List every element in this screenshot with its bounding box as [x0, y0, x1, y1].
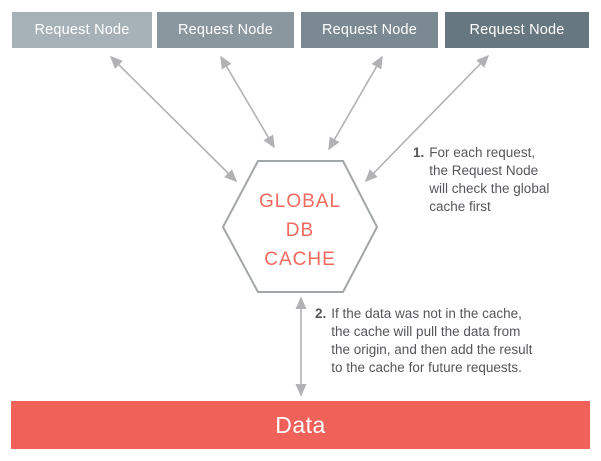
- data-origin-bar: Data: [11, 401, 590, 449]
- annotation-text: For each request, the Request Node will …: [429, 145, 550, 214]
- annotation-number: 1.: [413, 145, 425, 160]
- arrow-node3-cache: [328, 55, 383, 151]
- request-node-box-4: Request Node: [445, 12, 589, 48]
- cache-label-line: CACHE: [264, 249, 336, 270]
- global-db-cache-hexagon: [221, 160, 379, 293]
- request-node-label: Request Node: [34, 22, 130, 38]
- request-node-label: Request Node: [177, 22, 274, 38]
- request-node-label: Request Node: [321, 22, 418, 38]
- global-db-cache-label: GLOBAL DB CACHE: [223, 187, 377, 274]
- annotation-number: 2.: [315, 306, 327, 321]
- request-node-box-1: Request Node: [12, 12, 152, 48]
- data-bar-label: Data: [275, 411, 326, 438]
- arrow-node1-cache: [109, 55, 238, 183]
- cache-label-line: GLOBAL: [258, 191, 342, 212]
- request-node-box-3: Request Node: [301, 12, 438, 48]
- arrow-node2-cache: [220, 55, 275, 149]
- request-node-label: Request Node: [469, 22, 565, 38]
- annotation-step-1: 1. For each request, the Request Node wi…: [413, 144, 549, 216]
- annotation-step-2: 2. If the data was not in the cache, the…: [315, 305, 532, 377]
- request-node-box-2: Request Node: [157, 12, 294, 48]
- annotation-text: If the data was not in the cache, the ca…: [331, 306, 533, 375]
- arrow-node4-cache: [364, 54, 490, 183]
- cache-label-line: DB: [285, 220, 315, 241]
